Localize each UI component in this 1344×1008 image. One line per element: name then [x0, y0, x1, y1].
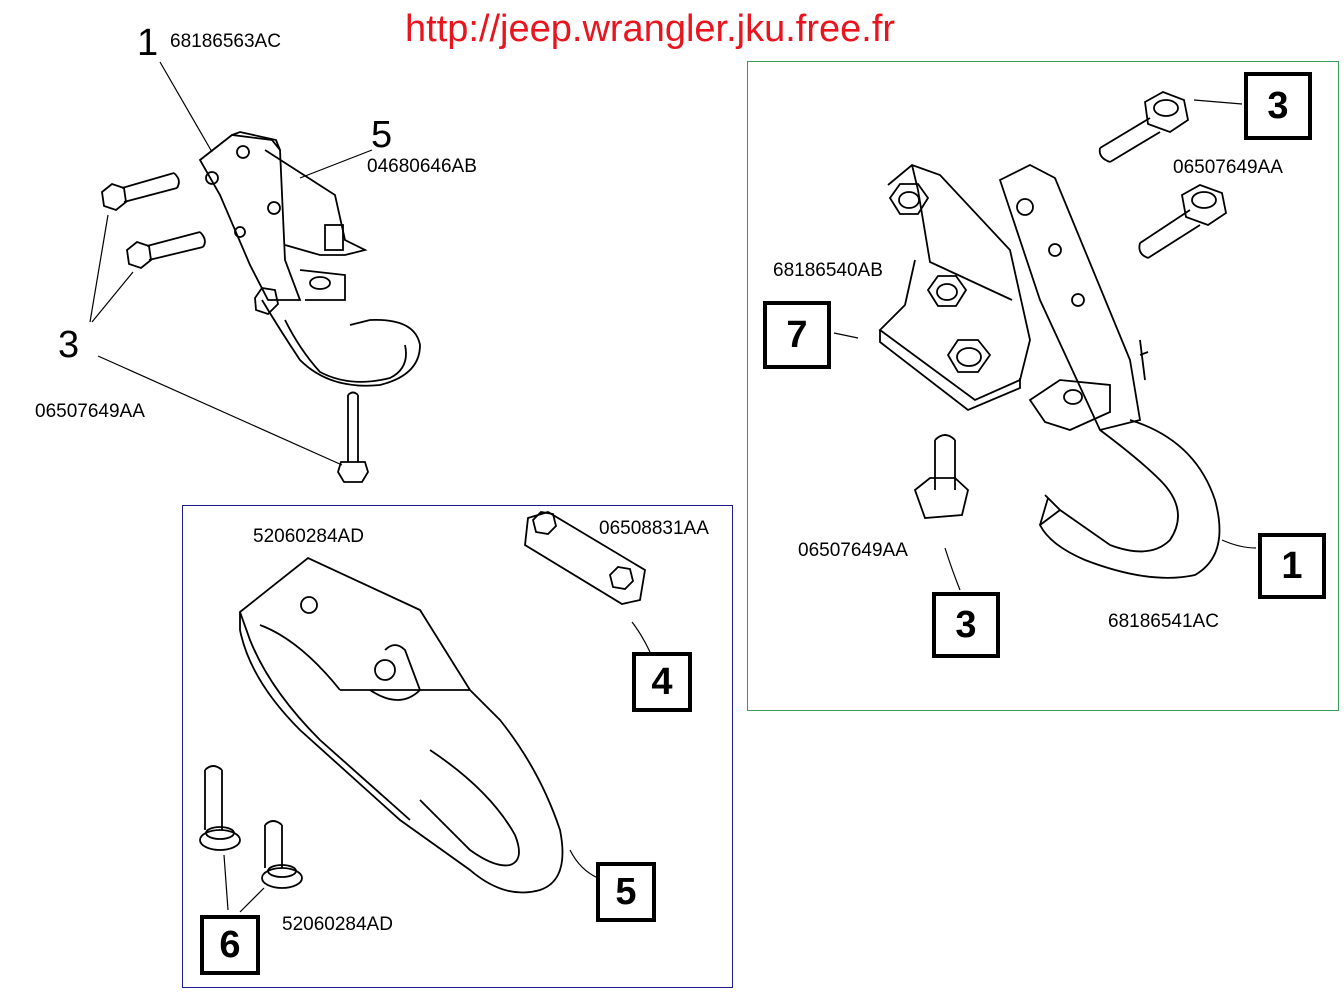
- callout-box-6: 6: [200, 915, 260, 975]
- top-left-hook-assembly: [89, 61, 421, 483]
- part-number-bolt-bottom: 06507649AA: [798, 540, 908, 561]
- callout-box-3-bottom: 3: [932, 592, 1000, 658]
- right-hook-assembly: [833, 91, 1257, 591]
- bottom-diagram-frame: [182, 505, 733, 988]
- callout-box-5: 5: [596, 862, 656, 922]
- callout-1: 1: [137, 22, 159, 64]
- right-diagram-frame: [747, 61, 1339, 711]
- part-number-bracket: 04680646AB: [367, 156, 477, 177]
- part-number-tow-hook: 52060284AD: [253, 526, 364, 547]
- callout-5: 5: [371, 114, 393, 156]
- callout-box-4: 4: [632, 652, 692, 712]
- part-number-plate: 06508831AA: [599, 518, 709, 539]
- callout-box-3-top: 3: [1244, 72, 1312, 140]
- site-url: http://jeep.wrangler.jku.free.fr: [405, 8, 896, 50]
- part-number-hook-right: 68186541AC: [1108, 611, 1219, 632]
- callout-box-7: 7: [763, 301, 831, 369]
- part-number-bolt-top: 06507649AA: [1173, 157, 1283, 178]
- part-number-bracket-right: 68186540AB: [773, 260, 883, 281]
- bottom-hook-assembly: [199, 511, 651, 913]
- part-number-bolts: 52060284AD: [282, 914, 393, 935]
- part-number-bolt: 06507649AA: [35, 401, 145, 422]
- callout-box-1: 1: [1258, 533, 1326, 599]
- callout-3: 3: [58, 324, 80, 366]
- part-number-hook: 68186563AC: [170, 31, 281, 52]
